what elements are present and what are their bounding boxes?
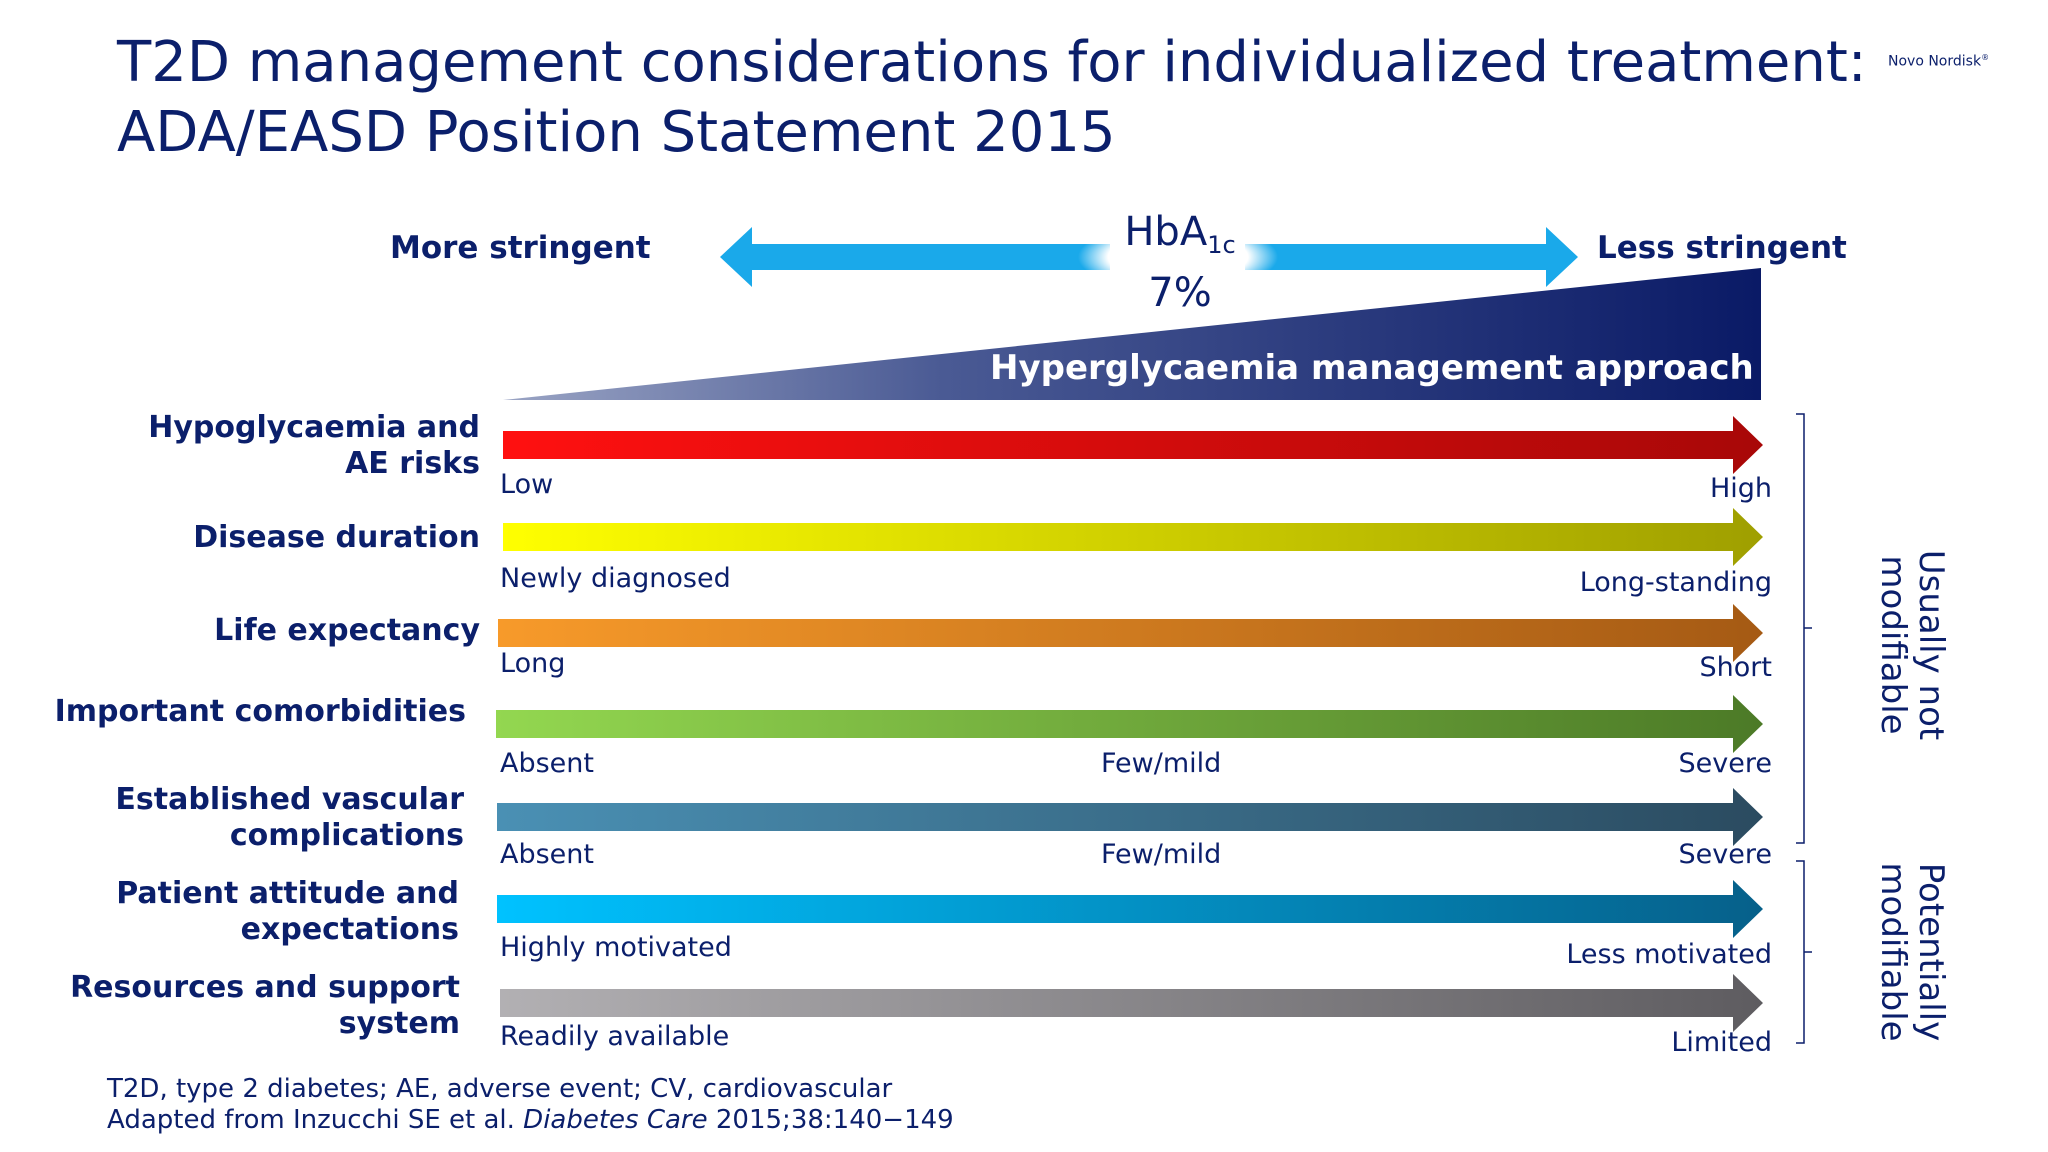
row-label-comorbidities: Important comorbidities xyxy=(54,694,466,729)
row-3-mid-label: Few/mild xyxy=(1101,748,1222,779)
less-stringent-label: Less stringent xyxy=(1597,230,1847,266)
row-4-right-label: Severe xyxy=(1678,839,1772,870)
potentially-modifiable-label: Potentially modifiable xyxy=(1873,862,1951,1042)
row-label-hypoglycaemia: Hypoglycaemia and AE risks xyxy=(148,410,480,481)
row-2-right-label: Short xyxy=(1699,652,1772,683)
row-6-left-label: Readily available xyxy=(500,1021,730,1052)
row-3-arrow xyxy=(496,695,1763,753)
row-0-arrow xyxy=(503,416,1763,474)
footnote-abbreviations: T2D, type 2 diabetes; AE, adverse event;… xyxy=(107,1074,893,1104)
approach-label: Hyperglycaemia management approach xyxy=(990,348,1754,388)
arrow-right-head xyxy=(1245,227,1578,287)
row-5-arrow xyxy=(497,880,1763,938)
hba1c-value: 7% xyxy=(1148,270,1212,316)
arrow-left-head xyxy=(720,227,1110,287)
usually-not-modifiable-label: Usually not modifiable xyxy=(1873,549,1951,741)
bracket-usually-not-modifiable xyxy=(1796,413,1812,844)
row-2-arrow xyxy=(498,604,1763,662)
brand-mark: ® xyxy=(1981,53,1990,62)
row-6-right-label: Limited xyxy=(1671,1027,1772,1058)
brand-logo: Novo Nordisk® xyxy=(1888,53,2008,70)
footnote: T2D, type 2 diabetes; AE, adverse event;… xyxy=(107,1074,954,1136)
slide-title: T2D management considerations for indivi… xyxy=(117,28,1867,168)
footnote-reference: Adapted from Inzucchi SE et al. Diabetes… xyxy=(107,1105,954,1135)
row-5-right-label: Less motivated xyxy=(1566,939,1772,970)
title-line-2: ADA/EASD Position Statement 2015 xyxy=(117,100,1116,165)
hba1c-target: HbA1c 7% xyxy=(1095,208,1265,317)
row-3-left-label: Absent xyxy=(500,748,594,779)
row-1-left-label: Newly diagnosed xyxy=(500,563,731,594)
row-0-left-label: Low xyxy=(500,469,554,500)
title-line-1: T2D management considerations for indivi… xyxy=(117,30,1867,95)
management-approach-wedge xyxy=(503,268,1761,400)
hba1c-double-arrow xyxy=(720,223,1578,291)
row-label-patient-attitude: Patient attitude and expectations xyxy=(116,876,459,947)
brand-name: Novo Nordisk xyxy=(1888,53,1982,70)
row-2-left-label: Long xyxy=(500,648,566,679)
row-1-right-label: Long-standing xyxy=(1579,567,1772,598)
more-stringent-label: More stringent xyxy=(390,230,651,266)
row-4-mid-label: Few/mild xyxy=(1101,839,1222,870)
bracket-potentially-modifiable xyxy=(1796,860,1812,1044)
row-4-arrow xyxy=(497,788,1763,846)
row-3-right-label: Severe xyxy=(1678,748,1772,779)
row-label-vascular-complications: Established vascular complications xyxy=(115,782,464,853)
row-5-left-label: Highly motivated xyxy=(500,932,732,963)
row-label-resources: Resources and support system xyxy=(70,970,460,1041)
row-1-arrow xyxy=(503,508,1763,566)
row-4-left-label: Absent xyxy=(500,839,594,870)
row-6-arrow xyxy=(500,974,1763,1032)
hba1c-label: HbA1c xyxy=(1124,209,1236,259)
row-label-life-expectancy: Life expectancy xyxy=(214,613,480,648)
row-label-disease-duration: Disease duration xyxy=(193,520,480,555)
row-0-right-label: High xyxy=(1709,473,1772,504)
